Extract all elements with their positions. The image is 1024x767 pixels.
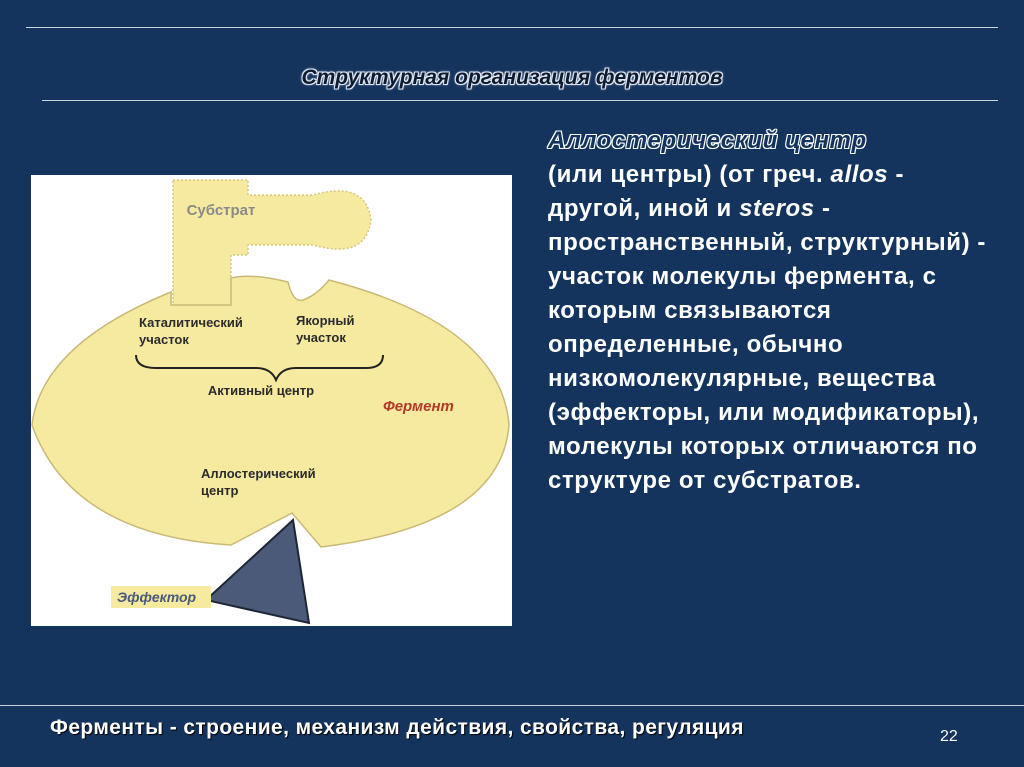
- anchor-site-label-line1: Якорный: [296, 313, 355, 328]
- enzyme-label: Фермент: [383, 398, 454, 415]
- enzyme-diagram: Субстрат Каталитический участок Якорный …: [31, 175, 512, 626]
- effector-shape: [203, 517, 311, 625]
- top-rule: [26, 27, 998, 28]
- allosteric-center-label-line2: центр: [201, 483, 238, 498]
- active-center-label: Активный центр: [208, 383, 314, 398]
- catalytic-site-label-line2: участок: [139, 332, 189, 347]
- title-underline: [42, 100, 998, 101]
- enzyme-shape: [31, 275, 510, 548]
- definition-part-1: (или центры) (от греч.: [548, 161, 831, 188]
- definition-part-2: - другой, иной и: [548, 161, 905, 222]
- effector-label: Эффектор: [117, 589, 197, 605]
- active-center-brace: [135, 354, 384, 383]
- allosteric-center-label-line1: Аллостерический: [201, 466, 316, 481]
- term-allos: allos: [830, 161, 889, 188]
- slide-footer: Ферменты - строение, механизм действия, …: [50, 716, 744, 739]
- page-number: 22: [940, 728, 958, 745]
- term-steros: steros: [739, 195, 815, 222]
- substrate-label: Субстрат: [187, 202, 256, 219]
- substrate-shape: [172, 179, 372, 309]
- slide-title: Структурная организация ферментов: [301, 66, 723, 89]
- definition-text: Аллостерический центр (или центры) (от гр…: [548, 124, 998, 498]
- definition-heading: Аллостерический центр: [548, 127, 867, 154]
- effector-label-highlight: [111, 586, 211, 608]
- footer-rule: [0, 705, 1024, 706]
- anchor-site-label-line2: участок: [296, 330, 346, 345]
- catalytic-site-label-line1: Каталитический: [139, 315, 243, 330]
- definition-part-3: - пространственный, структурный) - участ…: [548, 195, 987, 494]
- enzyme-diagram-svg: Субстрат Каталитический участок Якорный …: [31, 179, 510, 625]
